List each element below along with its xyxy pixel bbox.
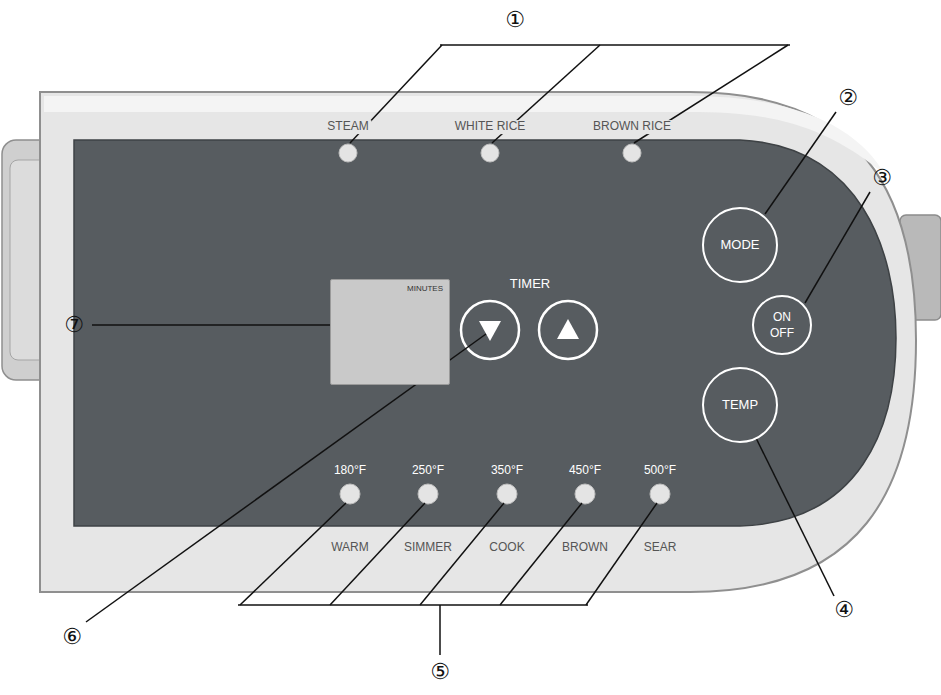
indicator-led: [481, 144, 499, 162]
timer-up-button: [539, 301, 597, 359]
temperature-label: 250°F: [412, 464, 444, 478]
setting-label: SIMMER: [401, 541, 455, 555]
leader-line: [765, 112, 836, 214]
setting-label: BROWN: [559, 541, 611, 555]
callout-number: ⑦: [64, 312, 84, 337]
timer-display: MINUTES: [330, 279, 450, 385]
callout-number: ①: [505, 7, 525, 32]
indicator-led: [650, 484, 670, 504]
control-panel: [74, 140, 896, 526]
leader-bar: [440, 44, 790, 46]
leader-line: [805, 192, 870, 303]
indicator-led: [339, 144, 357, 162]
mode-label: WHITE RICE: [452, 120, 529, 134]
mode-button: MODE: [702, 207, 778, 283]
mode-label: STEAM: [324, 120, 371, 134]
housing: [40, 92, 916, 592]
callout-number: ③: [872, 165, 892, 190]
indicator-led: [575, 484, 595, 504]
leader-line: [439, 605, 441, 655]
up-arrow: [557, 319, 579, 339]
temperature-label: 350°F: [491, 464, 523, 478]
button-label: TEMP: [722, 398, 758, 413]
leader-lines: [86, 45, 870, 655]
callout-number: ⑥: [62, 624, 82, 649]
callout-number: ⑤: [430, 659, 450, 684]
button-label: MODE: [721, 238, 760, 253]
callout-number: ④: [834, 597, 854, 622]
timer-label: TIMER: [510, 277, 550, 292]
indicator-led: [497, 484, 517, 504]
power-button: ON OFF: [752, 295, 812, 355]
setting-label: COOK: [486, 541, 527, 555]
leader-bar: [238, 604, 588, 606]
indicator-led: [418, 484, 438, 504]
callout-number: ②: [838, 85, 858, 110]
setting-label: SEAR: [641, 541, 680, 555]
down-arrow: [479, 321, 501, 341]
setting-label: WARM: [328, 541, 372, 555]
indicator-led: [623, 144, 641, 162]
button-label: ON OFF: [770, 309, 794, 341]
temperature-label: 180°F: [334, 464, 366, 478]
temp-button: TEMP: [702, 367, 778, 443]
indicator-led: [340, 484, 360, 504]
temperature-label: 450°F: [569, 464, 601, 478]
temperature-label: 500°F: [644, 464, 676, 478]
leader-line: [756, 438, 834, 596]
timer-down-button: [461, 301, 519, 359]
mode-label: BROWN RICE: [590, 120, 674, 134]
display-label: MINUTES: [407, 284, 443, 293]
